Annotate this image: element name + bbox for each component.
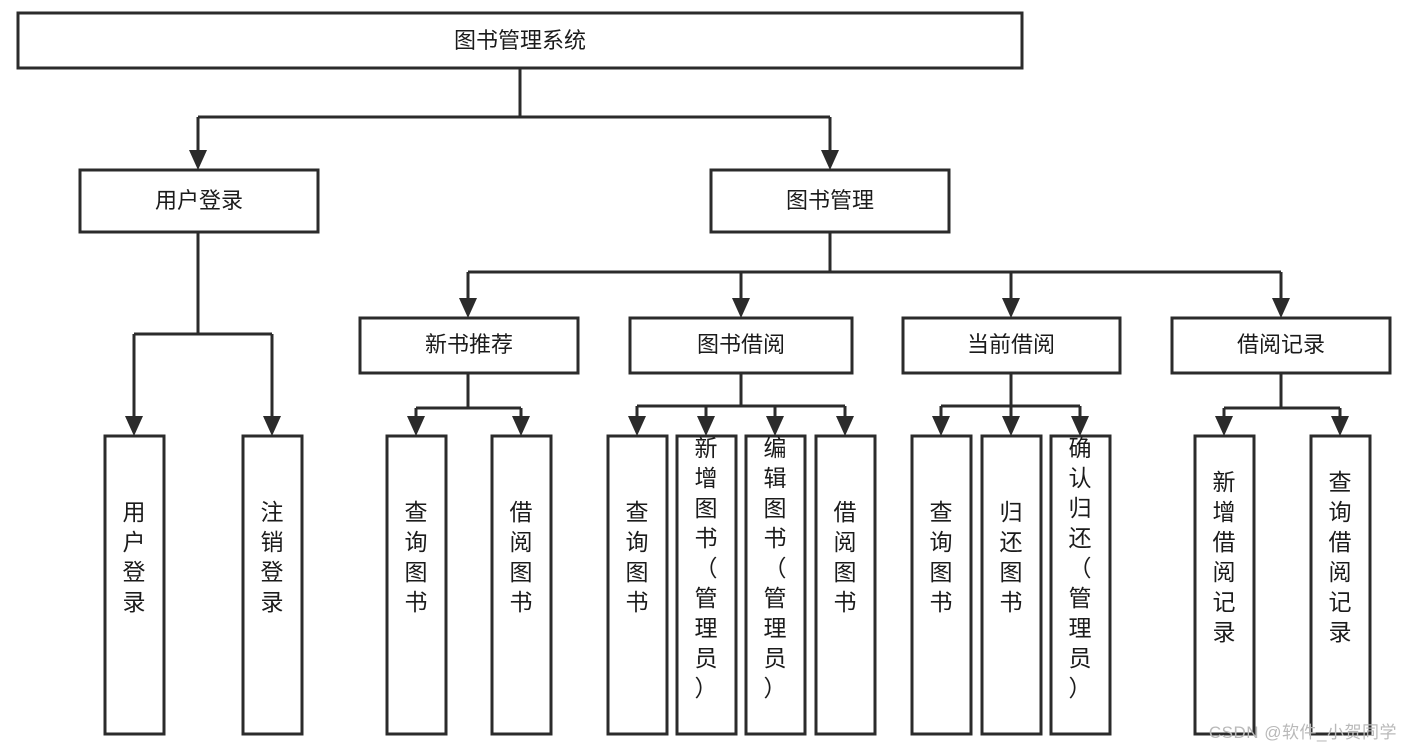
- node-box-shape: [385, 434, 448, 736]
- leaf-node[interactable]: 查询借阅记录: [1309, 434, 1372, 736]
- connectors-root-to-level2: [189, 68, 839, 170]
- arrow-head-icon: [1002, 416, 1020, 436]
- leaf-node[interactable]: 查询图书: [910, 434, 973, 736]
- connectors-bookborrow-to-leaves: [628, 373, 854, 436]
- node-label-book-management: 图书管理: [786, 188, 874, 213]
- node-current-borrow[interactable]: 当前借阅: [901, 316, 1122, 375]
- connectors-currentborrow-to-leaves: [932, 373, 1089, 436]
- leaf-label-confirm-return-admin: 确认归还（管理员）: [1069, 435, 1092, 701]
- leaf-label-edit-book-admin: 编辑图书（管理员）: [764, 435, 787, 701]
- leaf-node[interactable]: 确认归还（管理员）: [1049, 434, 1112, 736]
- node-box-shape: [709, 168, 951, 234]
- leaf-label-user-login: 用户登录: [123, 499, 146, 615]
- node-label-book-borrow: 图书借阅: [697, 332, 785, 357]
- leaf-label-add-book-admin: 新增图书（管理员）: [695, 435, 718, 701]
- node-box-shape: [675, 434, 738, 736]
- leaf-node[interactable]: 新增借阅记录: [1193, 434, 1256, 736]
- arrow-head-icon: [459, 298, 477, 318]
- arrow-head-icon: [932, 416, 950, 436]
- node-box-shape: [490, 434, 553, 736]
- node-box-shape: [744, 434, 807, 736]
- node-box-shape: [1309, 434, 1372, 736]
- node-book-borrow[interactable]: 图书借阅: [628, 316, 854, 375]
- connectors-userlogin-to-leaves: [125, 232, 281, 436]
- arrow-head-icon: [1215, 416, 1233, 436]
- node-box-shape: [901, 316, 1122, 375]
- leaf-node[interactable]: 用户登录: [103, 434, 166, 736]
- node-new-book-recommend[interactable]: 新书推荐: [358, 316, 580, 375]
- node-box-shape: [628, 316, 854, 375]
- node-label-current-borrow: 当前借阅: [967, 332, 1055, 357]
- leaf-label-query-book: 查询图书: [930, 499, 953, 615]
- node-box-shape: [980, 434, 1043, 736]
- node-label-new-book-recommend: 新书推荐: [425, 332, 513, 357]
- leaf-label-return-book: 归还图书: [1000, 499, 1023, 615]
- arrow-head-icon: [766, 416, 784, 436]
- connectors-borrowrecord-to-leaves: [1215, 373, 1349, 436]
- leaf-label-borrow-book: 借阅图书: [834, 499, 857, 615]
- node-box-shape: [814, 434, 877, 736]
- node-box-shape: [1170, 316, 1392, 375]
- leaf-label-query-book: 查询图书: [405, 499, 428, 615]
- leaf-label-query-book: 查询图书: [626, 499, 649, 615]
- arrow-head-icon: [821, 150, 839, 170]
- arrow-head-icon: [512, 416, 530, 436]
- arrow-head-icon: [732, 298, 750, 318]
- arrow-head-icon: [263, 416, 281, 436]
- arrow-head-icon: [1071, 416, 1089, 436]
- arrow-head-icon: [1272, 298, 1290, 318]
- node-label-user-login: 用户登录: [155, 188, 243, 213]
- node-box-shape: [103, 434, 166, 736]
- node-root-system[interactable]: 图书管理系统: [16, 11, 1024, 70]
- connectors-bookmgmt-to-level3: [459, 232, 1290, 318]
- arrow-head-icon: [1002, 298, 1020, 318]
- leaf-label-logout: 注销登录: [261, 499, 284, 615]
- arrow-head-icon: [628, 416, 646, 436]
- arrow-head-icon: [189, 150, 207, 170]
- leaf-label-borrow-book: 借阅图书: [510, 499, 533, 615]
- leaf-node[interactable]: 查询图书: [606, 434, 669, 736]
- node-box-shape: [910, 434, 973, 736]
- node-box-shape: [241, 434, 304, 736]
- node-box-shape: [606, 434, 669, 736]
- node-box-shape: [358, 316, 580, 375]
- node-box-shape: [16, 11, 1024, 70]
- node-box-shape: [1049, 434, 1112, 736]
- leaf-label-query-borrow-record: 查询借阅记录: [1329, 469, 1352, 645]
- node-box-shape: [1193, 434, 1256, 736]
- leaf-node[interactable]: 注销登录: [241, 434, 304, 736]
- node-label-borrow-record: 借阅记录: [1237, 332, 1325, 357]
- leaf-node[interactable]: 查询图书: [385, 434, 448, 736]
- node-book-management[interactable]: 图书管理: [709, 168, 951, 234]
- leaf-node[interactable]: 借阅图书: [814, 434, 877, 736]
- connectors-newbook-to-leaves: [407, 373, 530, 436]
- arrow-head-icon: [697, 416, 715, 436]
- leaf-node[interactable]: 新增图书（管理员）: [675, 434, 738, 736]
- arrow-head-icon: [407, 416, 425, 436]
- node-borrow-record[interactable]: 借阅记录: [1170, 316, 1392, 375]
- node-label-root: 图书管理系统: [454, 28, 586, 53]
- arrow-head-icon: [1331, 416, 1349, 436]
- arrow-head-icon: [836, 416, 854, 436]
- leaf-node[interactable]: 借阅图书: [490, 434, 553, 736]
- node-box-shape: [78, 168, 320, 234]
- leaf-node[interactable]: 归还图书: [980, 434, 1043, 736]
- arrow-head-icon: [125, 416, 143, 436]
- leaf-label-add-borrow-record: 新增借阅记录: [1213, 469, 1236, 645]
- leaf-node[interactable]: 编辑图书（管理员）: [744, 434, 807, 736]
- node-user-login[interactable]: 用户登录: [78, 168, 320, 234]
